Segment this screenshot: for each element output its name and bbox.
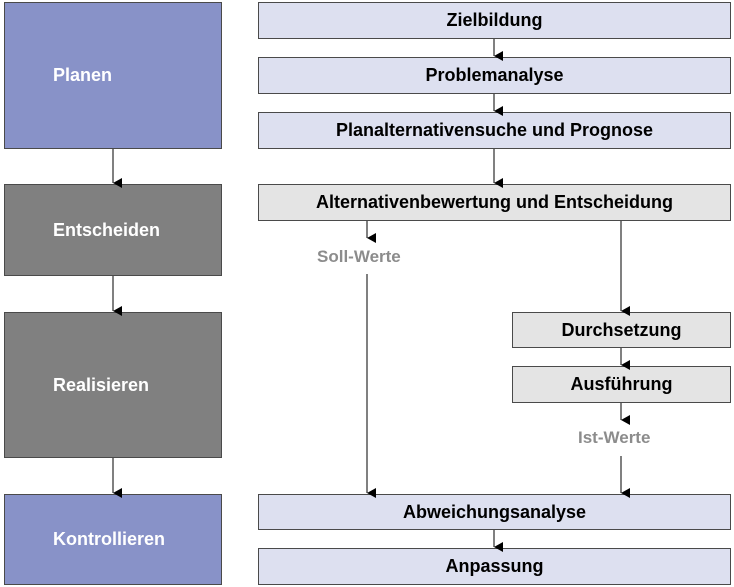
phase-planen: Planen <box>4 2 222 149</box>
phase-realisieren-label: Realisieren <box>53 374 150 395</box>
step-alternativenbewertung-label: Alternativenbewertung und Entscheidung <box>315 192 674 212</box>
step-ausfuehrung-label: Ausführung <box>570 374 673 394</box>
step-problemanalyse-label: Problemanalyse <box>425 65 564 85</box>
phase-kontrollieren-label: Kontrollieren <box>53 529 166 549</box>
step-alternativenbewertung: Alternativenbewertung und Entscheidung <box>258 184 731 221</box>
step-durchsetzung: Durchsetzung <box>512 312 731 348</box>
phase-entscheiden: Entscheiden <box>4 184 222 276</box>
step-planalternativen: Planalternativensuche und Prognose <box>258 112 731 149</box>
step-abweichungsanalyse-label: Abweichungsanalyse <box>402 501 587 522</box>
step-zielbildung: Zielbildung <box>258 2 731 39</box>
step-planalternativen-label: Planalternativensuche und Prognose <box>335 120 654 140</box>
step-problemanalyse: Problemanalyse <box>258 57 731 94</box>
ist-werte-label: Ist-Werte <box>578 428 651 447</box>
phase-entscheiden-label: Entscheiden <box>53 219 161 240</box>
step-anpassung: Anpassung <box>258 548 731 585</box>
step-durchsetzung-label: Durchsetzung <box>561 319 682 340</box>
phase-realisieren: Realisieren <box>4 312 222 458</box>
step-abweichungsanalyse: Abweichungsanalyse <box>258 494 731 530</box>
step-zielbildung-label: Zielbildung <box>446 10 543 30</box>
step-ausfuehrung: Ausführung <box>512 366 731 403</box>
step-anpassung-label: Anpassung <box>445 556 544 576</box>
soll-werte-label: Soll-Werte <box>317 247 401 266</box>
phase-kontrollieren: Kontrollieren <box>4 494 222 585</box>
phase-planen-label: Planen <box>53 65 113 85</box>
